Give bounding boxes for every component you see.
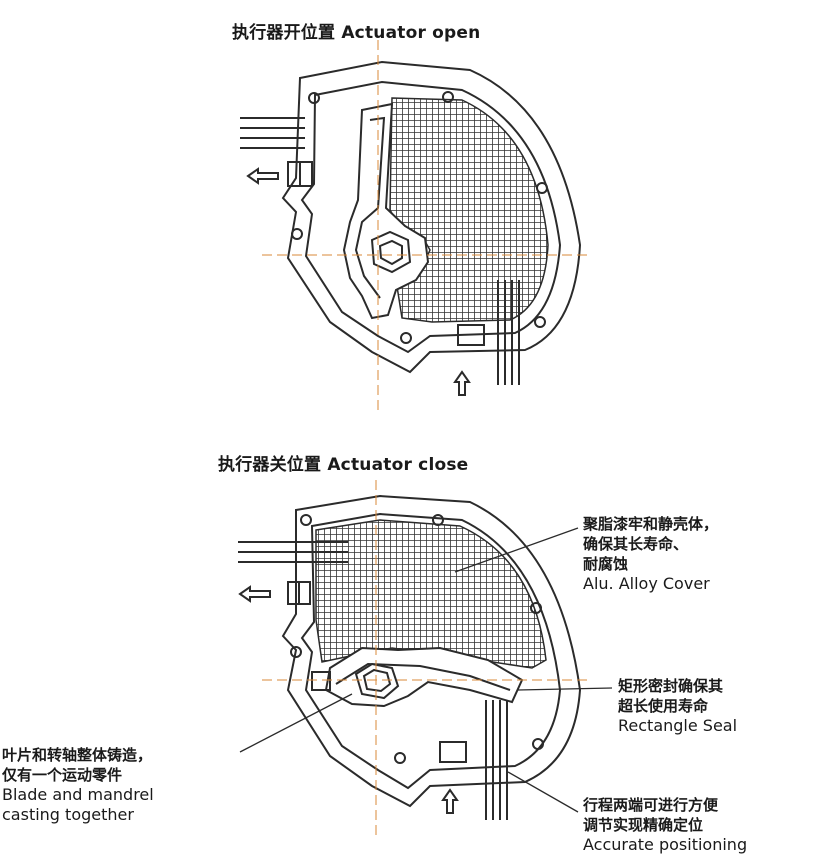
callout-pos-en: Accurate positioning (583, 835, 748, 854)
callout-seal-zh-2: 超长使用寿命 (618, 697, 709, 715)
leader-seal (517, 687, 613, 691)
close-centerlines (262, 480, 592, 840)
callout-accurate-positioning: 行程两端可进行方便 调节实现精确定位 Accurate positioning (583, 795, 747, 855)
callout-cover-en: Alu. Alloy Cover (583, 574, 710, 593)
leader-positioning (507, 771, 579, 813)
open-chamber-hatch (389, 97, 549, 323)
callout-blade-zh-2: 仅有一个运动零件 (2, 766, 123, 784)
open-view (240, 60, 582, 396)
callout-cover-zh-3: 耐腐蚀 (583, 555, 629, 573)
close-view (238, 494, 582, 820)
title-actuator-close: 执行器关位置 Actuator close (218, 455, 469, 475)
close-arrow-up (441, 788, 459, 814)
callout-seal-zh-1: 矩形密封确保其 (618, 677, 724, 695)
title-actuator-open: 执行器开位置 Actuator open (232, 23, 481, 43)
callout-cover-zh-1: 聚脂漆牢和静壳体， (583, 515, 719, 533)
close-arrow-left (238, 585, 271, 603)
callout-pos-zh-2: 调节实现精确定位 (583, 816, 704, 834)
callout-cover-zh-2: 确保其长寿命、 (583, 535, 689, 553)
leader-blade (239, 693, 353, 753)
callout-alloy-cover: 聚脂漆牢和静壳体， 确保其长寿命、 耐腐蚀 Alu. Alloy Cover (583, 514, 718, 594)
callout-blade-mandrel: 叶片和转轴整体铸造， 仅有一个运动零件 Blade and mandrel ca… (2, 745, 154, 825)
open-arrow-up (453, 370, 471, 396)
close-housing-outer (281, 494, 582, 808)
callout-blade-zh-1: 叶片和转轴整体铸造， (2, 746, 153, 764)
leader-cover (454, 527, 579, 573)
close-chamber-hatch (315, 519, 547, 669)
close-housing-inner (300, 512, 562, 790)
open-centerlines (262, 40, 590, 410)
callout-rectangle-seal: 矩形密封确保其 超长使用寿命 Rectangle Seal (618, 676, 737, 736)
leader-lines (239, 527, 613, 813)
open-shaft (370, 230, 412, 274)
callout-seal-en: Rectangle Seal (618, 716, 738, 735)
open-arrow-left (246, 167, 279, 185)
open-housing-outer (281, 60, 582, 374)
callout-pos-zh-1: 行程两端可进行方便 (583, 796, 719, 814)
callout-blade-en-1: Blade and mandrel (2, 785, 154, 804)
open-housing-inner (300, 80, 562, 354)
callout-blade-en-2: casting together (2, 805, 134, 824)
